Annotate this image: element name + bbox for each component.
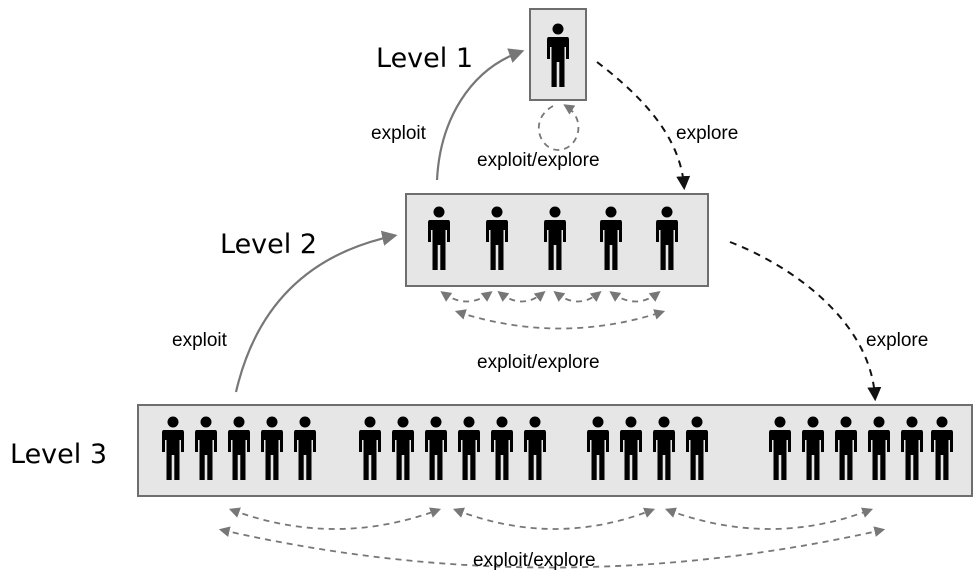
exploit-arrow-2-to-1	[435, 48, 525, 181]
within-arrows-level2	[440, 290, 666, 330]
exploit-arrow-3-to-2	[234, 230, 398, 393]
level3-title: Level 3	[10, 439, 107, 470]
level1-title: Level 1	[376, 43, 473, 74]
self-loop-arrow-level1	[537, 104, 580, 151]
explore-arrow-2-to-3	[729, 241, 882, 402]
explore-arrow-1-to-2	[596, 61, 691, 191]
exploit-label-2-to-1: exploit	[371, 123, 427, 144]
within-label-level3: exploit/explore	[473, 550, 596, 571]
exploit-label-3-to-2: exploit	[172, 330, 228, 351]
within-label-level2: exploit/explore	[477, 352, 600, 373]
self-loop-label-level1: exploit/explore	[477, 150, 600, 171]
explore-label-2-to-3: explore	[866, 330, 928, 351]
level2-title: Level 2	[220, 229, 317, 260]
explore-label-1-to-2: explore	[676, 123, 738, 144]
within-arrows-level3	[218, 507, 886, 569]
